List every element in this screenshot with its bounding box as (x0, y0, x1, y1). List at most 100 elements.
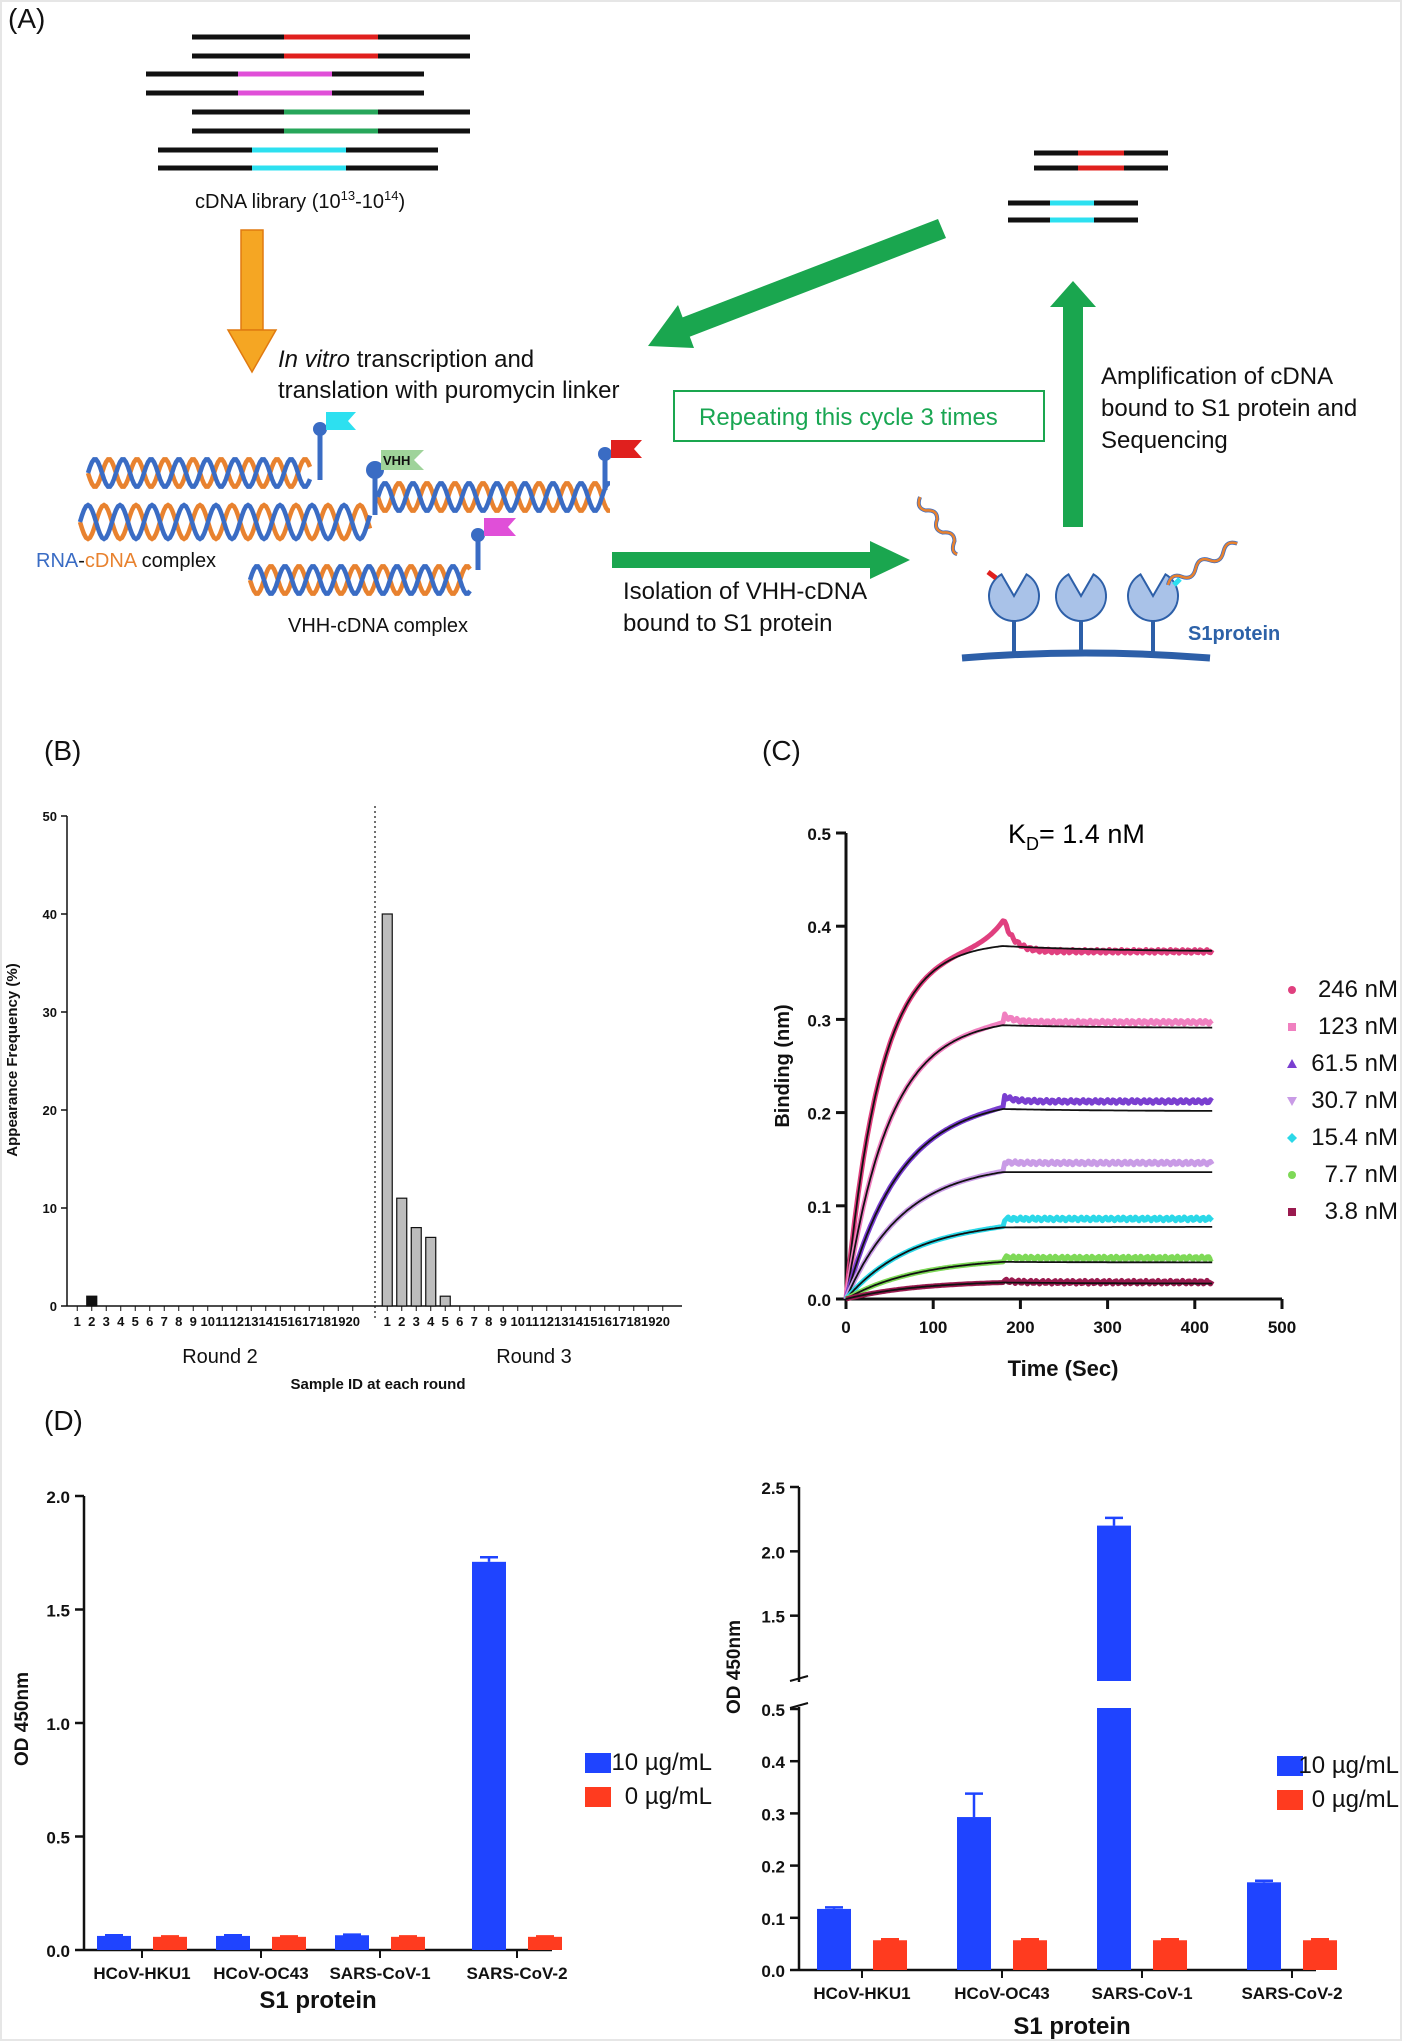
legend-swatch (1277, 1790, 1303, 1810)
chart-b-xtick-label: 15 (273, 1314, 287, 1329)
chart-b-xtick-label: 20 (346, 1314, 360, 1329)
panel-c-letter: (C) (762, 735, 801, 766)
chart-b-ytick-label: 10 (43, 1201, 57, 1216)
chart-c-legend-marker (1287, 1059, 1297, 1068)
orange-down-arrow (226, 229, 278, 374)
s1-protein-surface (916, 496, 1238, 662)
chart-c-fit-curve (845, 945, 1213, 1300)
chart-b-xtick-label: 1 (74, 1314, 81, 1329)
chart-b-xtick-label: 4 (427, 1314, 435, 1329)
chart-b-bar (439, 1295, 451, 1307)
chart-b-xtick-label: 2 (88, 1314, 95, 1329)
chart-b-bar (425, 1236, 437, 1307)
library-strand-green (192, 109, 470, 134)
chart-d-left-bars (97, 1556, 562, 1950)
cyan-flag-icon (326, 412, 356, 430)
chart-d-right-legend: 10 µg/mL 0 µg/mL (1277, 1752, 1399, 1813)
chart-b-xtick-label: 14 (259, 1314, 274, 1329)
chart-c-fit-curve (845, 1171, 1213, 1300)
chart-d-left-ytick-label: 1.0 (46, 1715, 70, 1734)
legend-label: 0 µg/mL (1312, 1786, 1399, 1813)
chart-c-xtick-label: 300 (1093, 1318, 1121, 1337)
bar-10-ugml (472, 1561, 506, 1950)
chart-b-xtick-label: 19 (641, 1314, 655, 1329)
green-right-arrow (612, 541, 910, 579)
bar-0-ugml (1153, 1940, 1187, 1970)
chart-b-xtick-label: 19 (331, 1314, 345, 1329)
bar-0-ugml (528, 1936, 562, 1950)
category-label: HCoV-HKU1 (93, 1964, 190, 1983)
chart-c-series-trace (843, 1093, 1214, 1300)
chart-d-right-bars (817, 1516, 1337, 1970)
amplification-line1: Amplification of cDNA (1101, 363, 1333, 390)
legend-swatch (1277, 1756, 1303, 1776)
s1protein-label: S1protein (1188, 623, 1280, 645)
rna-cdna-helices (77, 457, 610, 596)
rna-cdna-complex-label: RNA-cDNA complex (36, 550, 216, 572)
isolation-line2: bound to S1 protein (623, 610, 833, 637)
puromycin-linkers: VHH (313, 412, 642, 570)
library-strand-magenta (146, 71, 424, 96)
chart-c-ytick-label: 0.4 (807, 918, 831, 937)
chart-b-xtick-label: 4 (117, 1314, 125, 1329)
category-label: SARS-CoV-1 (329, 1964, 430, 1983)
panel-a: (A) (8, 3, 1357, 662)
helix-strand-2-1 (375, 481, 610, 513)
chart-c-legend-marker (1288, 1023, 1296, 1031)
transcription-label-line2: translation with puromycin linker (278, 377, 619, 404)
bar-0-ugml (391, 1936, 425, 1950)
chart-c-series (843, 918, 1215, 1302)
chart-b-ytick-label: 20 (43, 1103, 57, 1118)
chart-c-legend-label: 7.7 nM (1325, 1161, 1398, 1188)
chart-b-xtick-label: 6 (456, 1314, 463, 1329)
chart-b-xtick-label: 6 (146, 1314, 153, 1329)
chart-c-xtick-label: 200 (1006, 1318, 1034, 1337)
selected-strands (1008, 150, 1168, 223)
chart-b-xtick-label: 18 (317, 1314, 331, 1329)
bar-10-ugml (1247, 1882, 1281, 1970)
bar-10-ugml (1097, 1525, 1131, 1970)
chart-b-xtick-label: 3 (103, 1314, 110, 1329)
chart-b-y-label: Appearance Frequency (%) (4, 963, 21, 1156)
chart-c-legend-label: 15.4 nM (1311, 1124, 1398, 1151)
chart-c-x-label: Time (Sec) (1008, 1356, 1119, 1381)
chart-b-bars (86, 913, 451, 1307)
chart-b-ytick-label: 40 (43, 907, 57, 922)
chart-d-right-ticks: 0.00.10.20.30.40.51.52.02.5 (761, 1479, 799, 1981)
chart-b-xtick-label: 9 (190, 1314, 197, 1329)
category-label: SARS-CoV-1 (1091, 1984, 1192, 2003)
bound-helix-left (916, 496, 958, 557)
library-strand-cyan (158, 147, 438, 171)
chart-d-right-ytick-label: 0.5 (761, 1701, 785, 1720)
category-label: HCoV-OC43 (213, 1964, 308, 1983)
s1-protein-icons (988, 572, 1179, 655)
chart-d-right-ytick-label: 0.1 (761, 1910, 785, 1929)
chart-b-x-label: Sample ID at each round (290, 1376, 465, 1393)
category-label: SARS-CoV-2 (466, 1964, 567, 1983)
bar-0-ugml (1013, 1940, 1047, 1970)
amplification-line2: bound to S1 protein and (1101, 395, 1357, 422)
chart-c-legend-marker (1287, 1097, 1297, 1106)
chart-c-ytick-label: 0.5 (807, 825, 831, 844)
helix-strand-3-1 (247, 564, 472, 596)
chart-b-bar (381, 913, 393, 1307)
chart-c-fit-curve (845, 1024, 1213, 1300)
chart-c-ytick-label: 0.1 (807, 1198, 831, 1217)
chart-b-xtick-label: 18 (627, 1314, 641, 1329)
helix-strand-1-1 (77, 502, 373, 542)
helix-strand-3-0 (247, 564, 472, 596)
chart-b-bar (396, 1197, 408, 1307)
chart-b-xtick-label: 15 (583, 1314, 597, 1329)
chart-c-title: KD= 1.4 nM (1008, 819, 1145, 854)
chart-c-xtick-label: 0 (841, 1318, 850, 1337)
chart-b-xtick-label: 10 (201, 1314, 215, 1329)
chart-c-fit-curve (845, 1281, 1213, 1300)
chart-d-right-ytick-label: 2.0 (761, 1543, 785, 1562)
chart-b-xtick-label: 7 (161, 1314, 168, 1329)
legend-label: 10 µg/mL (1298, 1752, 1399, 1779)
magenta-flag-icon (484, 518, 516, 536)
